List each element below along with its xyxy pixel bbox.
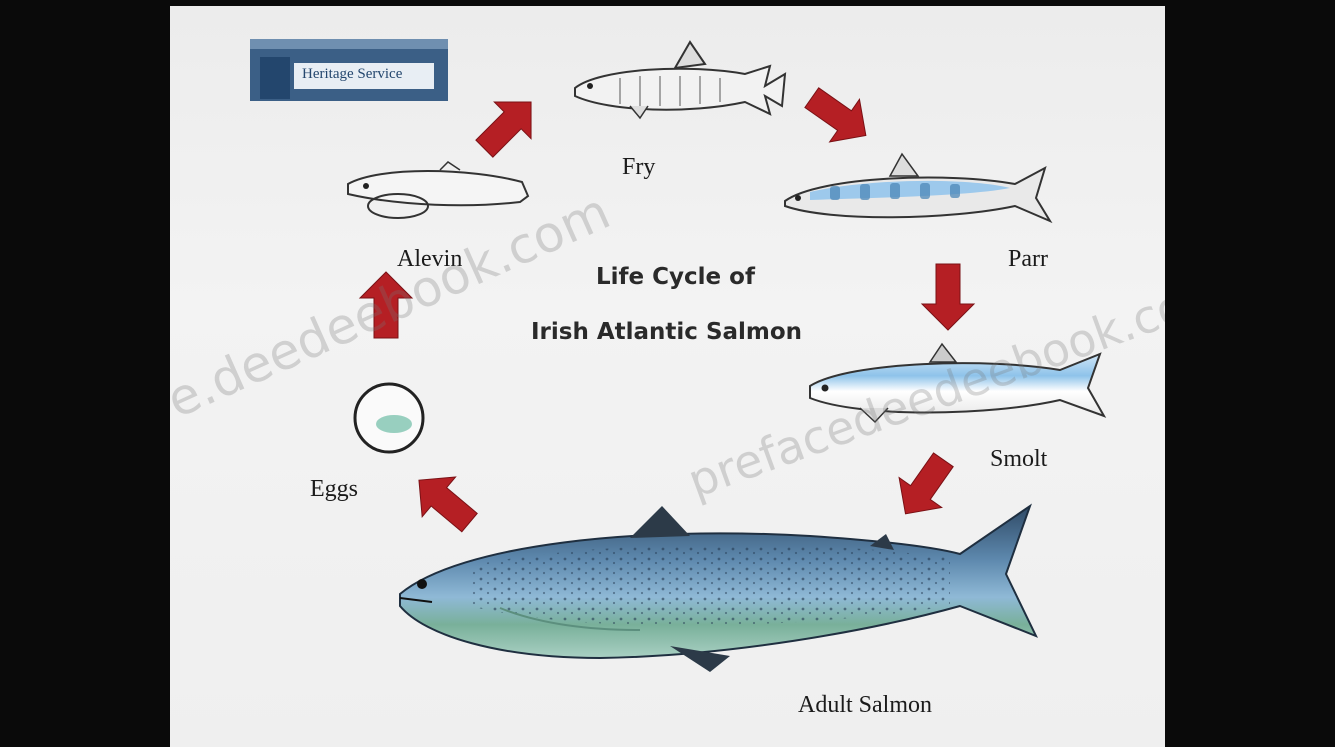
egg	[355, 384, 423, 452]
parr-fish	[785, 154, 1050, 221]
arrow-smolt-to-adult	[884, 445, 964, 529]
arrow-alevin-to-fry	[466, 84, 549, 167]
arrow-parr-to-smolt	[922, 264, 974, 330]
diagram-title-line2: Irish Atlantic Salmon	[531, 319, 802, 345]
stage-label-adult: Adult Salmon	[798, 692, 932, 719]
stage-label-parr: Parr	[1008, 246, 1048, 273]
adult-salmon	[400, 506, 1036, 672]
arrow-adult-to-eggs	[402, 460, 486, 542]
cycle-arrows	[360, 76, 974, 542]
slide: Heritage Service	[170, 6, 1165, 747]
diagram-title-line1: Life Cycle of	[596, 264, 755, 290]
stage-label-smolt: Smolt	[990, 446, 1047, 473]
diagram-graphics	[170, 6, 1165, 747]
smolt-fish	[810, 344, 1104, 422]
stage-label-alevin: Alevin	[397, 246, 462, 273]
stage-label-fry: Fry	[622, 154, 655, 181]
alevin-fish	[348, 162, 528, 218]
arrow-eggs-to-alevin	[360, 272, 412, 338]
fry-fish	[575, 42, 785, 118]
arrow-fry-to-parr	[797, 76, 881, 156]
stage-label-eggs: Eggs	[310, 476, 358, 503]
